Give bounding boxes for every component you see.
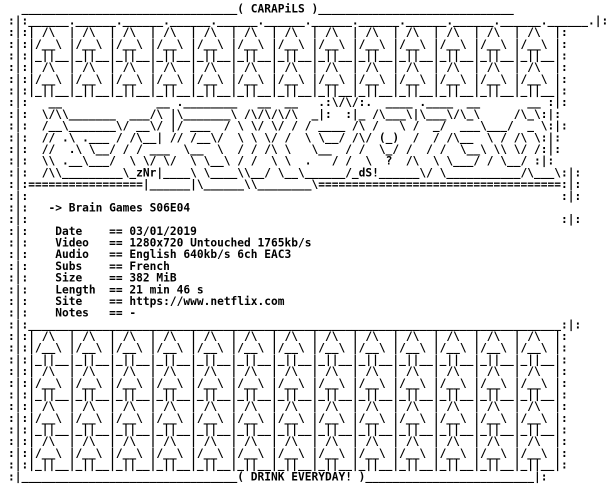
art-line: :|:|/__\ |/__\ |/__\ |/__\ |/__\ |/__\ |… (8, 340, 568, 355)
field-label: Video (55, 235, 89, 250)
art-line: :|:|/__\ |/__\ |/__\ |/__\ |/__\ |/__\ |… (8, 411, 568, 425)
field-label: Site (55, 294, 83, 308)
logo-line: :|:=================|______|\______\\___… (8, 177, 582, 191)
art-line: :|:______.______.______.______.______.__… (8, 13, 609, 28)
release-title-line: :|: -> Brain Games S06E04 (8, 200, 191, 215)
logo-line: :|: /\\_________\_zNr|____\ \____\\__/ \… (8, 165, 582, 180)
info-row: :|: Audio == English 640kb/s 6ch EAC3 (8, 247, 292, 262)
art-line: :|:|/__\ |/__\ |/__\ |/__\ |/__\ |/__\ |… (8, 446, 568, 460)
art-line: :|:|/__\ |/__\ |/__\ |/__\ |/__\ |/__\ |… (8, 37, 568, 51)
info-row: :|: Subs == French (8, 259, 170, 273)
nfo-document: ________________________________( CARAPi… (8, 3, 608, 482)
bottom-border-line: :|________________________________( DRIN… (8, 469, 548, 484)
blank-line: :|: :|: (8, 212, 582, 227)
top-border-line: ________________________________( CARAPi… (8, 2, 514, 16)
logo-line: :|: \\ .__\___/ \ \/ \/ \ \__\ / / \ \ .… (8, 153, 555, 168)
release-title: -> Brain Games S06E04 (48, 200, 191, 215)
art-line: :|:|_||__|_||__|_||__|_||__|_||__|_||__|… (8, 83, 568, 98)
art-line: :|:|_||__|_||__|_||__|_||__|_||__|_||__|… (8, 457, 568, 472)
group-name: ( CARAPiLS ) (237, 2, 319, 16)
field-value-site: https://www.netflix.com (129, 294, 285, 308)
art-line: :|:| /\ | /\ | /\ | /\ | /\ | /\ | /\ | … (8, 25, 568, 40)
art-line: :|:| /\ | /\ | /\ | /\ | /\ | /\ | /\ | … (8, 60, 568, 75)
art-line: :|:|_||__|_||__|_||__|_||__|_||__|_||__|… (8, 48, 568, 63)
field-value-notes: - (129, 305, 137, 320)
art-line: :|:|_||__|_||__|_||__|_||__|_||__|_||__|… (8, 422, 568, 437)
field-label: Size (55, 270, 83, 285)
art-line: :|:|/__\ |/__\ |/__\ |/__\ |/__\ |/__\ |… (8, 376, 568, 390)
field-label: Length (55, 282, 96, 297)
info-row: :|: Site == https://www.netflix.com (8, 294, 285, 308)
field-value-date: 03/01/2019 (129, 224, 197, 238)
art-line: :|:| /\ | /\ | /\ | /\ | /\ | /\ | /\ | … (8, 329, 568, 343)
logo-line: :|: // .\ \__/ / / ___ \__ \ / / /\ \ \_… (8, 142, 561, 156)
logo-line: :|: \/\\_______ ___/\ |\_______\ /\/\/\/… (8, 107, 561, 121)
logo-line: :|: __ __ .________ __ __ .:\/\/:. ____ … (8, 95, 568, 110)
field-label: Subs (55, 259, 83, 273)
field-value-audio: English 640kb/s 6ch EAC3 (129, 247, 292, 262)
art-line: :|:|/__\ |/__\ |/__\ |/__\ |/__\ |/__\ |… (8, 72, 568, 86)
field-value-video: 1280x720 Untouched 1765kb/s (129, 235, 312, 250)
field-value-size: 382 MiB (129, 270, 177, 285)
blank-line: :|: :|: (8, 189, 582, 203)
field-label: Notes (55, 305, 89, 320)
art-line: :|:| /\ | /\ | /\ | /\ | /\ | /\ | /\ | … (8, 364, 568, 378)
art-line: :|:|_||__|_||__|_||__|_||__|_||__|_||__|… (8, 387, 568, 402)
divider-line: :|:_____________________________________… (8, 317, 582, 332)
art-line: :|:| /\ | /\ | /\ | /\ | /\ | /\ | /\ | … (8, 434, 568, 449)
field-value-subs: French (129, 259, 170, 273)
info-row: :|: Video == 1280x720 Untouched 1765kb/s (8, 235, 312, 250)
field-label: Audio (55, 247, 89, 262)
info-row: :|: Length == 21 min 46 s (8, 282, 204, 297)
field-label: Date (55, 224, 83, 238)
art-line: :|:| /\ | /\ | /\ | /\ | /\ | /\ | /\ | … (8, 399, 568, 414)
footer-slogan: ( DRINK EVERYDAY! ) (237, 469, 366, 484)
info-row: :|: Notes == - (8, 305, 137, 320)
logo-line: :|: /__\_______\/ __\/ |/ ___ / \ \/ \/ … (8, 118, 568, 133)
info-row: :|: Size == 382 MiB (8, 270, 177, 285)
field-value-length: 21 min 46 s (129, 282, 204, 297)
logo-line: :|: // .\ .___ / /\__| // /__\/ \ \ \/ /… (8, 130, 561, 145)
info-row: :|: Date == 03/01/2019 (8, 224, 197, 238)
art-line: :|:|_||__|_||__|_||__|_||__|_||__|_||__|… (8, 352, 568, 367)
